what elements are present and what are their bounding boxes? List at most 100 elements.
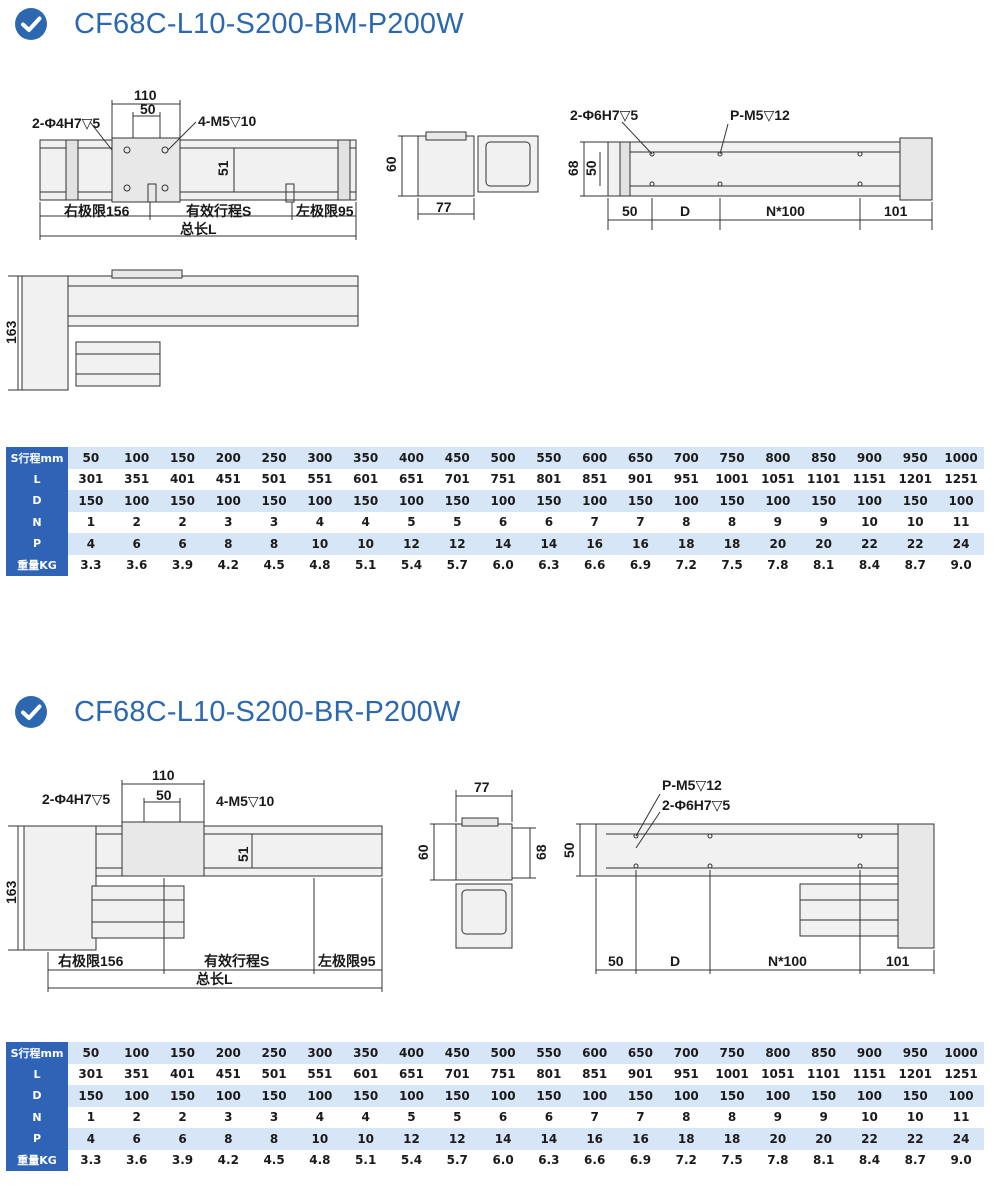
table-cell: 7.8 [754,1149,801,1171]
right-limit: 右极限156 [57,953,124,969]
row-header: N [6,511,68,533]
table-cell: 12 [434,533,481,555]
table-cell: 600 [571,1042,618,1064]
table-cell: 100 [571,490,618,512]
table-cell: 8.7 [892,554,939,576]
table-cell: 950 [892,1042,939,1064]
table-cell: 7 [571,1106,618,1128]
table-cell: 850 [800,1042,847,1064]
table-cell: 1001 [709,468,755,490]
table-cell: 1251 [938,468,984,490]
table-cell: 8.1 [800,554,847,576]
section-1-title: CF68C-L10-S200-BM-P200W [74,7,464,40]
table-cell: 100 [388,490,435,512]
table-cell: 1001 [709,1063,755,1085]
table-cell: 9 [754,1106,801,1128]
table-cell: 1051 [754,1063,801,1085]
table-cell: 850 [800,447,847,469]
row-header: 重量KG [6,1149,68,1171]
table-cell: 3.6 [113,554,160,576]
table-cell: 900 [846,447,893,469]
side-dim-D: D [680,203,690,219]
table-cell: 150 [525,1085,572,1107]
table-cell: 5 [434,1106,481,1128]
table-cell: 5 [434,511,481,533]
table-cell: 601 [342,468,389,490]
table-cell: 5 [388,1106,435,1128]
dim-50-vertical: 50 [561,842,577,858]
table-cell: 301 [68,1063,114,1085]
table-cell: 7.8 [754,554,801,576]
side-hole-b: P-M5▽12 [730,107,790,123]
table-cell: 4.8 [296,1149,343,1171]
table-cell: 10 [846,511,893,533]
table-cell: 100 [754,1085,801,1107]
table-cell: 5 [388,511,435,533]
table-cell: 150 [617,1085,664,1107]
table-cell: 450 [434,447,481,469]
table-cell: 401 [159,1063,206,1085]
stroke-label: 有效行程S [186,203,251,219]
row-header: 重量KG [6,554,68,576]
side-dim-N: N*100 [768,953,807,969]
right-limit: 右极限156 [63,203,130,219]
table-cell: 8.4 [846,554,893,576]
side-dim-D: D [670,953,680,969]
table-cell: 901 [617,1063,664,1085]
table-cell: 700 [663,447,710,469]
section-2-drawing: 110 50 2-Φ4H7▽5 4-M5▽10 51 163 右极限156 有效… [3,767,935,992]
table-cell: 5.4 [388,1149,435,1171]
table-cell: 8.7 [892,1149,939,1171]
table-cell: 5.4 [388,554,435,576]
table-cell: 651 [388,1063,435,1085]
table-cell: 250 [251,447,297,469]
row-header: L [6,1063,68,1085]
table-cell: 7 [571,511,618,533]
table-cell: 20 [754,533,801,555]
top-view-body [39,139,357,201]
side-view-body [607,141,901,197]
table-cell: 6 [525,511,572,533]
dim-50-vertical: 50 [583,160,599,176]
table-cell: 24 [938,533,984,555]
table-cell: 250 [251,1042,297,1064]
table-cell: 800 [754,447,801,469]
table-cell: 2 [159,511,206,533]
table-cell: 100 [846,490,893,512]
table-cell: 7.5 [709,554,755,576]
table-cell: 50 [68,1042,114,1064]
table-cell: 751 [480,1063,526,1085]
table-cell: 100 [480,490,526,512]
dim-60: 60 [415,844,431,860]
table-cell: 10 [342,533,389,555]
table-cell: 1151 [846,468,893,490]
table-cell: 1000 [938,1042,984,1064]
table-cell: 500 [480,447,526,469]
table-cell: 6 [525,1106,572,1128]
table-cell: 2 [113,511,160,533]
table-cell: 8 [251,1128,297,1150]
side-dim-101: 101 [884,203,908,219]
table-cell: 4 [296,1106,343,1128]
table-cell: 14 [525,1128,572,1150]
section-2-title-row: CF68C-L10-S200-BR-P200W [14,692,461,732]
dim-68: 68 [565,160,581,176]
table-cell: 150 [709,1085,755,1107]
table-cell: 16 [571,1128,618,1150]
section-2-title: CF68C-L10-S200-BR-P200W [74,695,461,728]
row-header: D [6,490,68,512]
table-cell: 351 [113,1063,160,1085]
table-cell: 6.6 [571,1149,618,1171]
table-cell: 10 [892,1106,939,1128]
table-cell: 100 [938,1085,984,1107]
table-cell: 150 [68,1085,114,1107]
table-cell: 451 [205,1063,252,1085]
side-dim-50: 50 [622,203,638,219]
table-cell: 801 [525,468,572,490]
table-cell: 650 [617,1042,664,1064]
